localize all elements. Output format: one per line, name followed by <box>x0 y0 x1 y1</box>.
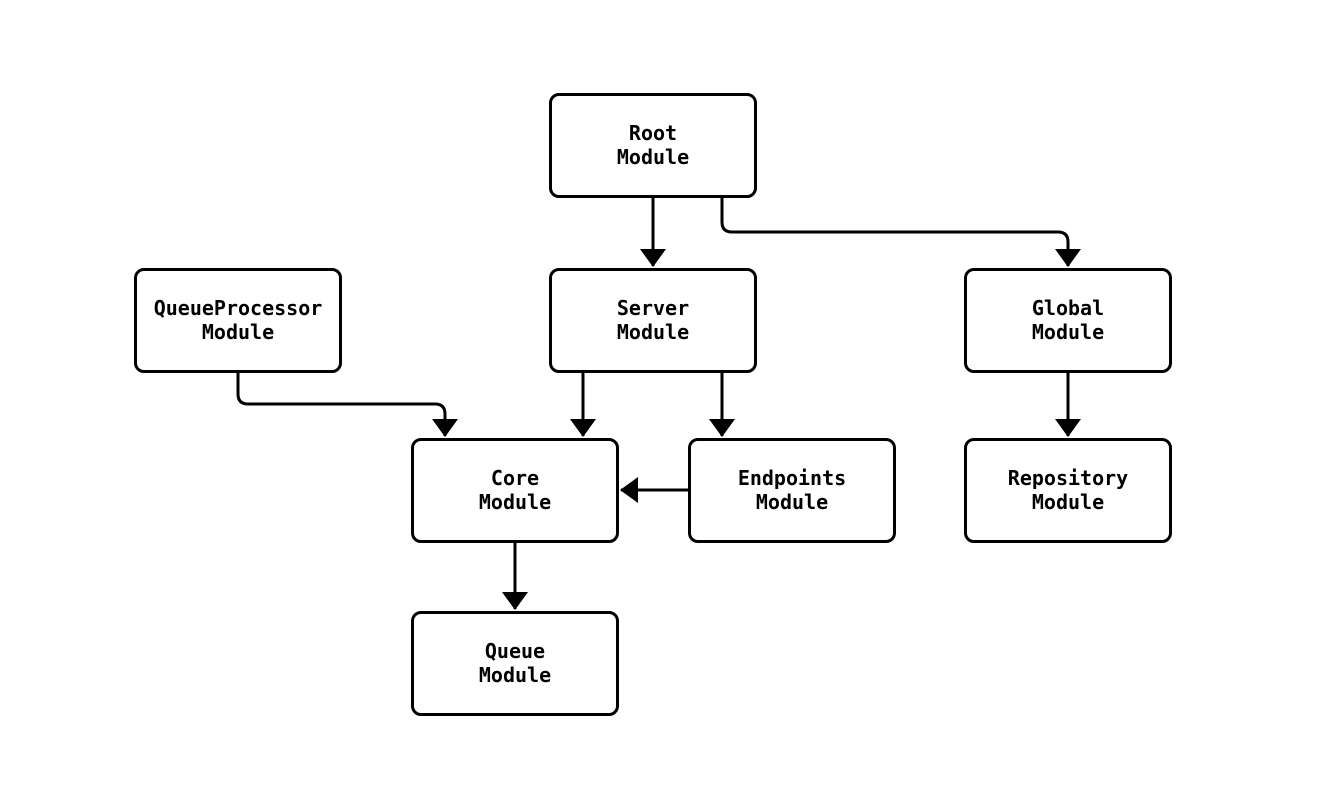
node-core-module-label: Core Module <box>478 465 552 514</box>
edge-queueprocessor-to-core <box>236 373 458 437</box>
node-endpoints-module: Endpoints Module <box>688 438 896 543</box>
node-core-module: Core Module <box>411 438 619 543</box>
node-queueprocessor-module: QueueProcessor Module <box>134 268 342 373</box>
node-repository-module-label: Repository Module <box>1007 465 1129 514</box>
node-server-module: Server Module <box>549 268 757 373</box>
node-root-module: Root Module <box>549 93 757 198</box>
node-queue-module: Queue Module <box>411 611 619 716</box>
node-server-module-label: Server Module <box>616 295 690 344</box>
node-global-module: Global Module <box>964 268 1172 373</box>
node-root-module-label: Root Module <box>616 120 690 169</box>
node-queue-module-label: Queue Module <box>478 638 552 687</box>
node-global-module-label: Global Module <box>1031 295 1105 344</box>
node-endpoints-module-label: Endpoints Module <box>737 465 847 514</box>
node-repository-module: Repository Module <box>964 438 1172 543</box>
node-queueprocessor-module-label: QueueProcessor Module <box>153 295 323 344</box>
edge-root-to-global <box>720 198 1081 267</box>
